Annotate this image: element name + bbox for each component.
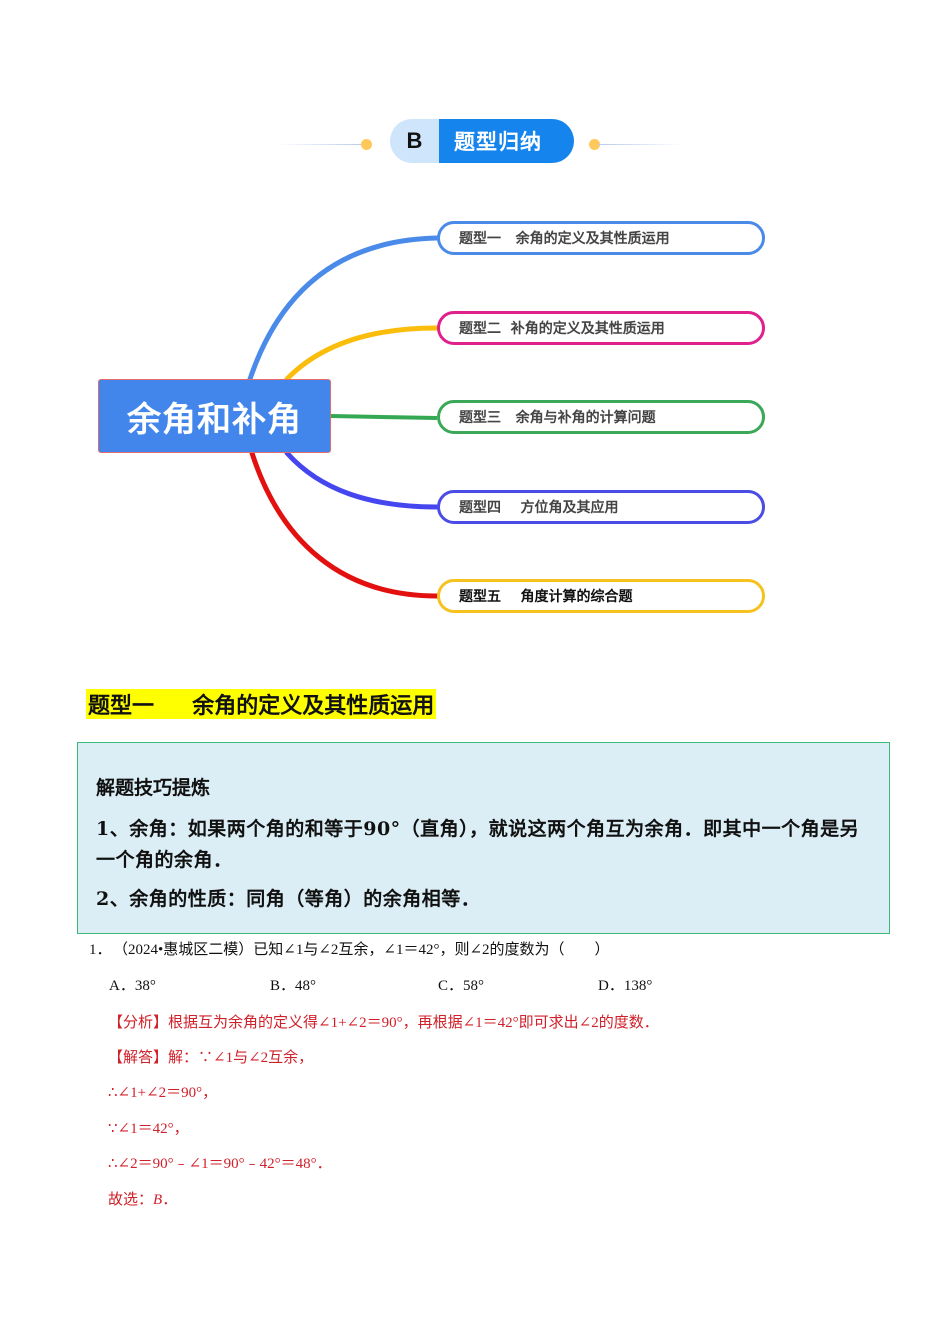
section-letter: B [390,119,439,163]
solution-step-3: ∴∠2＝90°﹣∠1＝90°﹣42°＝48°． [108,1156,332,1172]
solution-intro: 【解答】解：∵∠1与∠2互余， [108,1050,314,1066]
branch-type-1[interactable]: 题型一 余角的定义及其性质运用 [437,221,765,255]
connector-1 [247,235,440,382]
option-b[interactable]: B．48° [270,978,317,994]
section-header-badge: B 题型归纳 [390,119,574,163]
option-a[interactable]: A．38° [109,978,156,994]
solution-step-2: ∵∠1＝42°， [108,1121,189,1137]
question-text: （2024•惠城区二模）已知∠1与∠2互余，∠1＝42°，则∠2的度数为（ ） [113,942,610,958]
choice-suffix: ． [162,1192,178,1208]
branch-type-5[interactable]: 题型五 角度计算的综合题 [437,579,765,613]
header-decor-line-left [278,144,366,145]
connector-4 [284,450,440,510]
mind-map-connectors [247,235,440,599]
connector-5 [249,450,440,599]
header-decor-dot-left [361,139,372,150]
section-header-title: 题型归纳 [439,119,574,163]
mind-map-root: 余角和补角 [98,379,331,453]
branch-type-2[interactable]: 题型二 补角的定义及其性质运用 [437,311,765,345]
branch-type-3[interactable]: 题型三 余角与补角的计算问题 [437,400,765,434]
connector-3 [330,414,438,420]
choice-prefix: 故选： [108,1192,154,1208]
tip-line-2: 2、余角的性质：同角（等角）的余角相等． [96,888,481,910]
solution-choice: 故选：B． [108,1188,177,1209]
option-c[interactable]: C．58° [438,978,485,994]
tips-box: 解题技巧提炼 1、余角：如果两个角的和等于90°（直角），就说这两个角互为余角．… [77,742,890,934]
header-decor-dot-right [589,139,600,150]
choice-letter: B [153,1192,163,1208]
tips-title: 解题技巧提炼 [96,777,211,799]
solution-analysis: 【分析】根据互为余角的定义得∠1+∠2＝90°，再根据∠1＝42°即可求出∠2的… [108,1015,659,1031]
solution-step-1: ∴∠1+∠2＝90°， [108,1085,218,1101]
option-d[interactable]: D．138° [598,978,653,994]
connector-2 [284,325,440,382]
header-decor-line-right [598,144,683,145]
branch-type-4[interactable]: 题型四 方位角及其应用 [437,490,765,524]
question-number: 1． [89,942,112,958]
section-title: 题型一 余角的定义及其性质运用 [86,689,437,719]
tip-line-1: 1、余角：如果两个角的和等于90°（直角），就说这两个角互为余角．即其中一个角是… [96,818,860,871]
